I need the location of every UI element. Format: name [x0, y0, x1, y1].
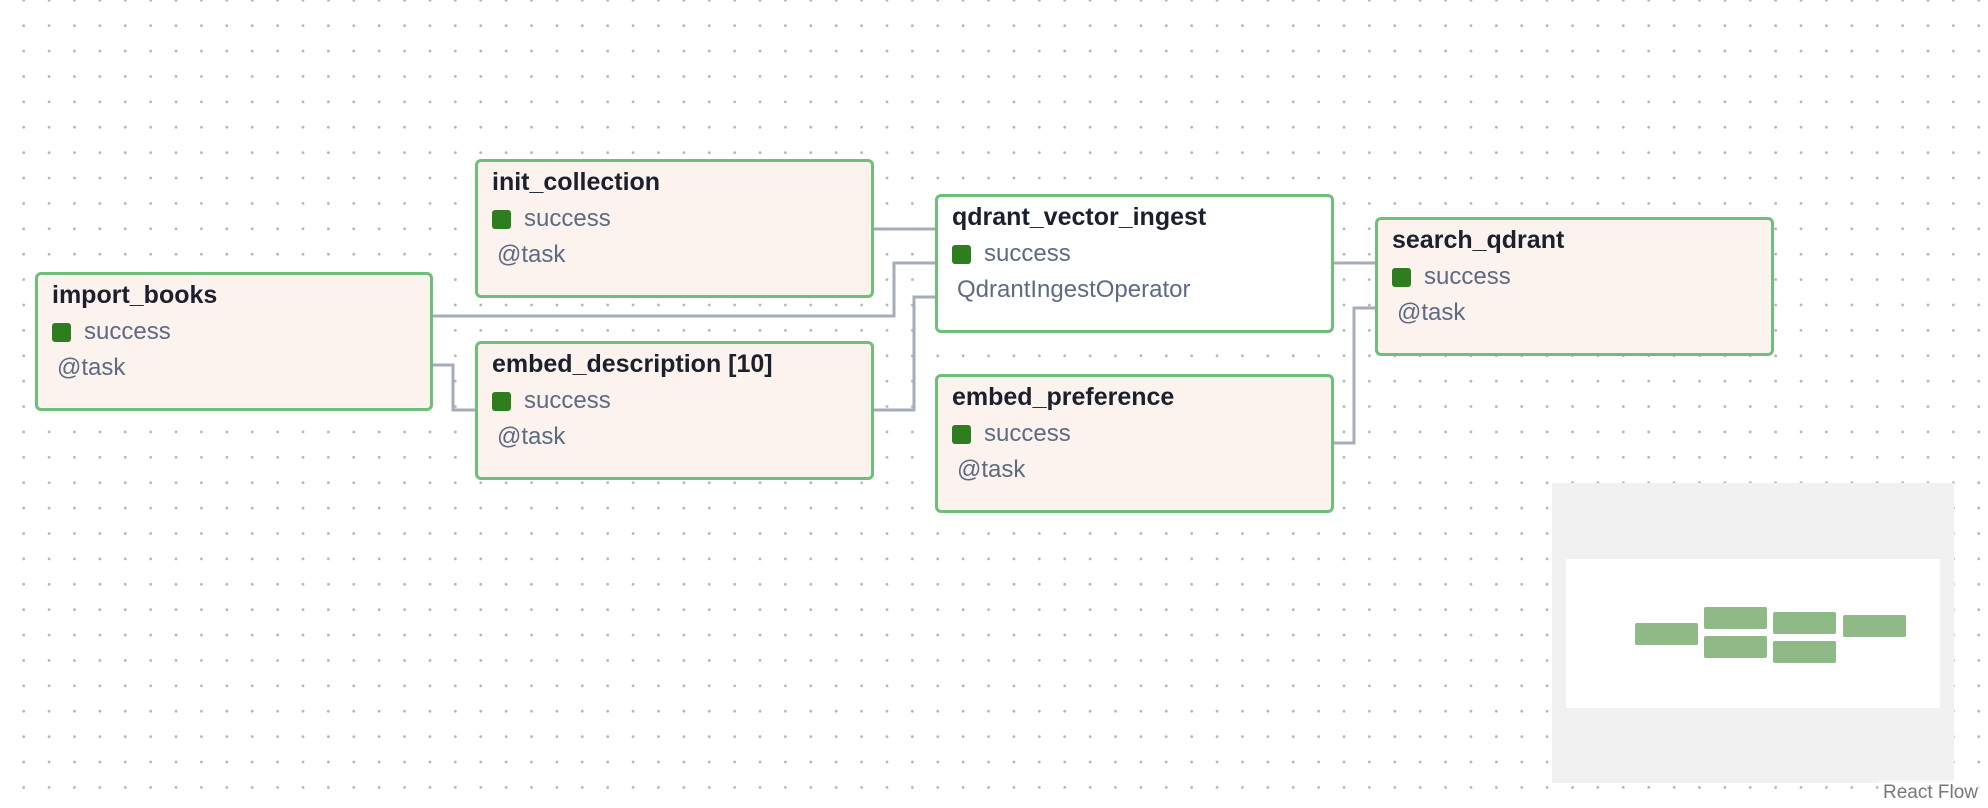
success-state-icon: [52, 322, 71, 342]
task-node-init-collection[interactable]: init_collection success @task: [475, 159, 874, 298]
success-state-icon: [492, 209, 511, 229]
node-status: success: [952, 240, 1317, 268]
minimap-node-embed-preference: [1773, 641, 1836, 663]
node-type-label: @task: [497, 423, 566, 450]
minimap[interactable]: [1552, 483, 1954, 783]
task-node-embed-preference[interactable]: embed_preference success @task: [935, 374, 1334, 513]
task-node-embed-description[interactable]: embed_description [10] success @task: [475, 341, 874, 480]
success-state-icon: [952, 244, 971, 264]
success-state-icon: [1392, 267, 1411, 287]
node-type-label: @task: [957, 456, 1026, 483]
status-label: success: [524, 387, 611, 414]
node-status: success: [1392, 263, 1757, 291]
status-label: success: [984, 420, 1071, 447]
status-label: success: [984, 240, 1071, 267]
node-status: success: [492, 205, 857, 233]
status-label: success: [524, 205, 611, 232]
node-title: embed_preference: [952, 383, 1175, 411]
minimap-node-search-qdrant: [1843, 615, 1906, 637]
task-node-import-books[interactable]: import_books success @task: [35, 272, 433, 411]
edge-import_books-qdrant_vector_ingest: [432, 261, 936, 318]
node-title: import_books: [52, 281, 218, 309]
status-label: success: [84, 318, 171, 345]
react-flow-attribution[interactable]: React Flow: [1878, 780, 1982, 806]
success-state-icon: [952, 424, 971, 444]
node-type-label: @task: [497, 241, 566, 268]
task-node-search-qdrant[interactable]: search_qdrant success @task: [1375, 217, 1774, 356]
node-type-label: @task: [57, 354, 126, 381]
status-label: success: [1424, 263, 1511, 290]
edge-import_books-embed_description: [432, 363, 477, 412]
minimap-node-init-collection: [1704, 607, 1767, 629]
node-type-label: QdrantIngestOperator: [957, 276, 1191, 303]
task-node-qdrant-vector-ingest[interactable]: qdrant_vector_ingest success QdrantInges…: [935, 194, 1334, 333]
node-title: search_qdrant: [1392, 226, 1565, 254]
edge-embed_preference-search_qdrant: [1332, 306, 1376, 445]
minimap-node-embed-description: [1704, 636, 1767, 658]
node-title: init_collection: [492, 168, 661, 196]
node-type-label: @task: [1397, 299, 1466, 326]
node-status: success: [492, 387, 857, 415]
minimap-view[interactable]: [1552, 483, 1954, 783]
minimap-node-import-books: [1635, 623, 1698, 645]
node-status: success: [952, 420, 1317, 448]
success-state-icon: [492, 391, 511, 411]
minimap-node-qdrant-vector-ingest: [1773, 612, 1836, 634]
edge-embed_description-qdrant_vector_ingest: [873, 295, 936, 412]
node-status: success: [52, 318, 416, 346]
node-title: embed_description [10]: [492, 350, 773, 378]
node-title: qdrant_vector_ingest: [952, 203, 1207, 231]
